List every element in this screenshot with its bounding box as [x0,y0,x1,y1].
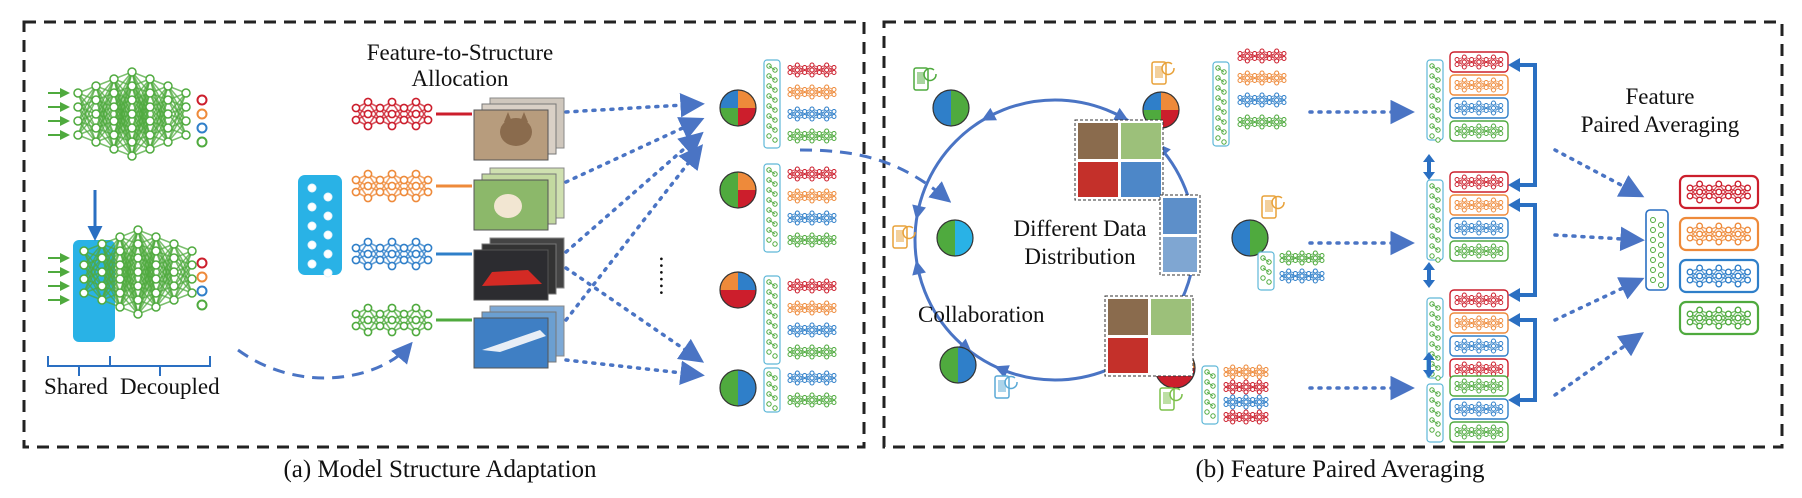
pie-b-client3 [936,219,974,257]
image-stack-car [473,237,565,301]
double-arrows [1423,154,1435,378]
stacked-head-group-4 [1426,375,1509,443]
pie-a-1 [719,89,757,127]
allocation-label-line2: Allocation [411,66,509,91]
image-grid-right [1159,194,1201,276]
panel-a-border [22,20,866,449]
dotted-arrows-b [1308,99,1645,401]
device-icon-2 [1151,61,1175,85]
decoupled-network-bottom [48,225,208,319]
stacked-head-group-2 [1426,171,1509,263]
distribution-label-line1: Different Data [1013,216,1147,241]
head-column-a-4 [763,367,837,413]
image-stack-plane [473,305,565,369]
fpa-label-line1: Feature [1625,84,1695,109]
pie-a-4 [719,369,757,407]
head-column-a-3 [763,275,837,365]
full-network-top [48,67,208,161]
pie-a-2 [719,171,757,209]
image-stack-dog [473,167,565,231]
image-grid-top [1074,119,1164,201]
sub-network-blue [351,237,472,271]
pairing-brackets [1515,63,1537,402]
pie-a-3 [719,271,757,309]
device-icon-6 [1159,387,1183,411]
panel-b-border [882,20,1784,449]
dotted-arrows-a [564,92,705,385]
shared-label: Shared [44,374,108,399]
allocation-label-line1: Feature-to-Structure [366,40,554,65]
heads-client6 [1201,364,1269,425]
fpa-label-line2: Paired Averaging [1580,112,1740,137]
ellipsis: ...... [655,256,680,297]
sub-network-orange [351,169,472,203]
heads-client4 [1257,250,1325,291]
curved-dashed-arrow-a [237,341,413,380]
pie-b-client1 [932,89,970,127]
aggregated-model [1645,174,1760,336]
pie-b-client4 [1231,219,1269,257]
caption-b: (b) Feature Paired Averaging [1195,456,1485,483]
image-grid-bottom [1104,295,1194,377]
heads-client2 [1212,48,1287,147]
caption-a: (a) Model Structure Adaptation [283,456,597,483]
device-icon-5 [994,375,1018,399]
stacked-head-group-3 [1426,289,1509,381]
device-icon-3 [892,225,916,249]
image-stack-cat [473,97,565,161]
pie-b-client5 [939,346,977,384]
shared-bracket [47,356,111,367]
device-icon-4 [1261,195,1285,219]
collaboration-label: Collaboration [918,302,1045,327]
head-column-a-2 [763,163,837,253]
head-column-a-1 [763,59,837,149]
decoupled-label: Decoupled [120,374,220,399]
decoupled-bracket [109,356,211,367]
sub-network-green [351,303,472,337]
pie-b-client2 [1142,91,1180,129]
device-icon-1 [913,67,937,91]
shared-block-middle [298,175,342,275]
distribution-label-line2: Distribution [1024,244,1136,269]
stacked-head-group-1 [1426,51,1509,143]
sub-network-red [351,97,472,131]
